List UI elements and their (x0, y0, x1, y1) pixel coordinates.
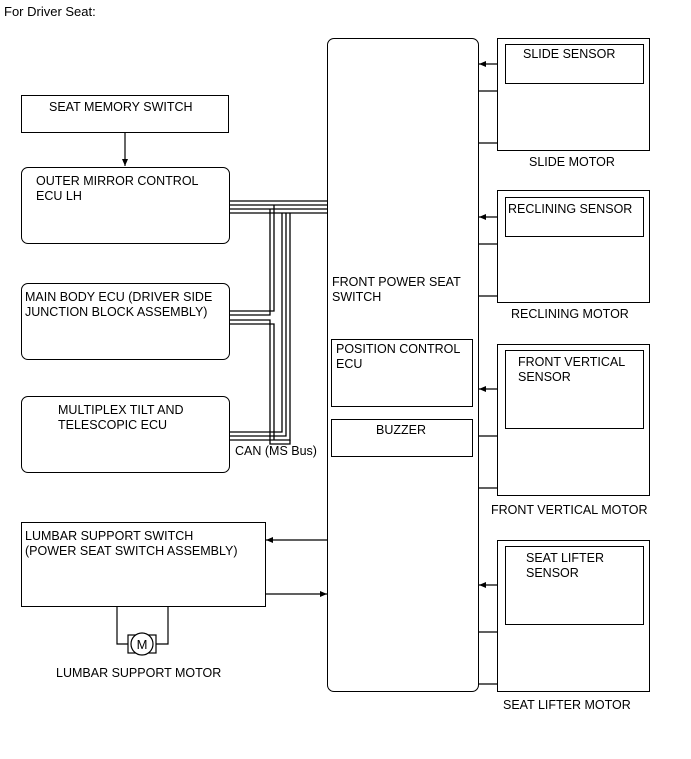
slide-sensor-label: SLIDE SENSOR (523, 47, 616, 61)
main-body-ecu-box: MAIN BODY ECU (DRIVER SIDE JUNCTION BLOC… (21, 283, 230, 360)
can-bus-label: CAN (MS Bus) (235, 444, 317, 458)
front-vertical-motor-label: FRONT VERTICAL MOTOR (491, 503, 648, 517)
lumbar-support-switch-label: LUMBAR SUPPORT SWITCH (POWER SEAT SWITCH… (25, 529, 238, 558)
buzzer-label: BUZZER (376, 423, 426, 437)
seat-lifter-motor-label: SEAT LIFTER MOTOR (503, 698, 631, 712)
seat-memory-switch-box: SEAT MEMORY SWITCH (21, 95, 229, 133)
seat-lifter-sensor-label: SEAT LIFTER SENSOR (526, 551, 605, 580)
buzzer-box: BUZZER (331, 419, 473, 457)
multiplex-tilt-ecu-box: MULTIPLEX TILT AND TELESCOPIC ECU (21, 396, 230, 473)
reclining-motor-label: RECLINING MOTOR (511, 307, 629, 321)
position-control-ecu-box: POSITION CONTROL ECU (331, 339, 473, 407)
outer-mirror-ecu-box: OUTER MIRROR CONTROL ECU LH (21, 167, 230, 244)
lumbar-support-motor-label: LUMBAR SUPPORT MOTOR (56, 666, 222, 680)
front-power-seat-switch-label: FRONT POWER SEAT SWITCH (332, 275, 461, 304)
seat-lifter-sensor-box: SEAT LIFTER SENSOR (505, 546, 644, 625)
front-vertical-sensor-label: FRONT VERTICAL SENSOR (518, 355, 626, 384)
front-vertical-sensor-box: FRONT VERTICAL SENSOR (505, 350, 644, 429)
seat-memory-switch-label: SEAT MEMORY SWITCH (49, 100, 193, 114)
slide-sensor-box: SLIDE SENSOR (505, 44, 644, 84)
main-body-ecu-label: MAIN BODY ECU (DRIVER SIDE JUNCTION BLOC… (25, 290, 213, 319)
outer-mirror-ecu-label: OUTER MIRROR CONTROL ECU LH (36, 174, 199, 203)
lumbar-support-switch-box: LUMBAR SUPPORT SWITCH (POWER SEAT SWITCH… (21, 522, 266, 607)
diagram-heading: For Driver Seat: (4, 4, 96, 19)
can-bus-lines (230, 200, 327, 445)
reclining-sensor-label: RECLINING SENSOR (508, 202, 633, 216)
slide-motor-label: SLIDE MOTOR (529, 155, 615, 169)
front-power-seat-switch-box: FRONT POWER SEAT SWITCH POSITION CONTROL… (327, 38, 479, 692)
lumbar-motor-icon (130, 632, 154, 656)
position-control-ecu-label: POSITION CONTROL ECU (336, 342, 461, 371)
multiplex-tilt-ecu-label: MULTIPLEX TILT AND TELESCOPIC ECU (58, 403, 184, 432)
lumbar-motor-symbol: M (137, 637, 148, 652)
reclining-sensor-box: RECLINING SENSOR (505, 197, 644, 237)
